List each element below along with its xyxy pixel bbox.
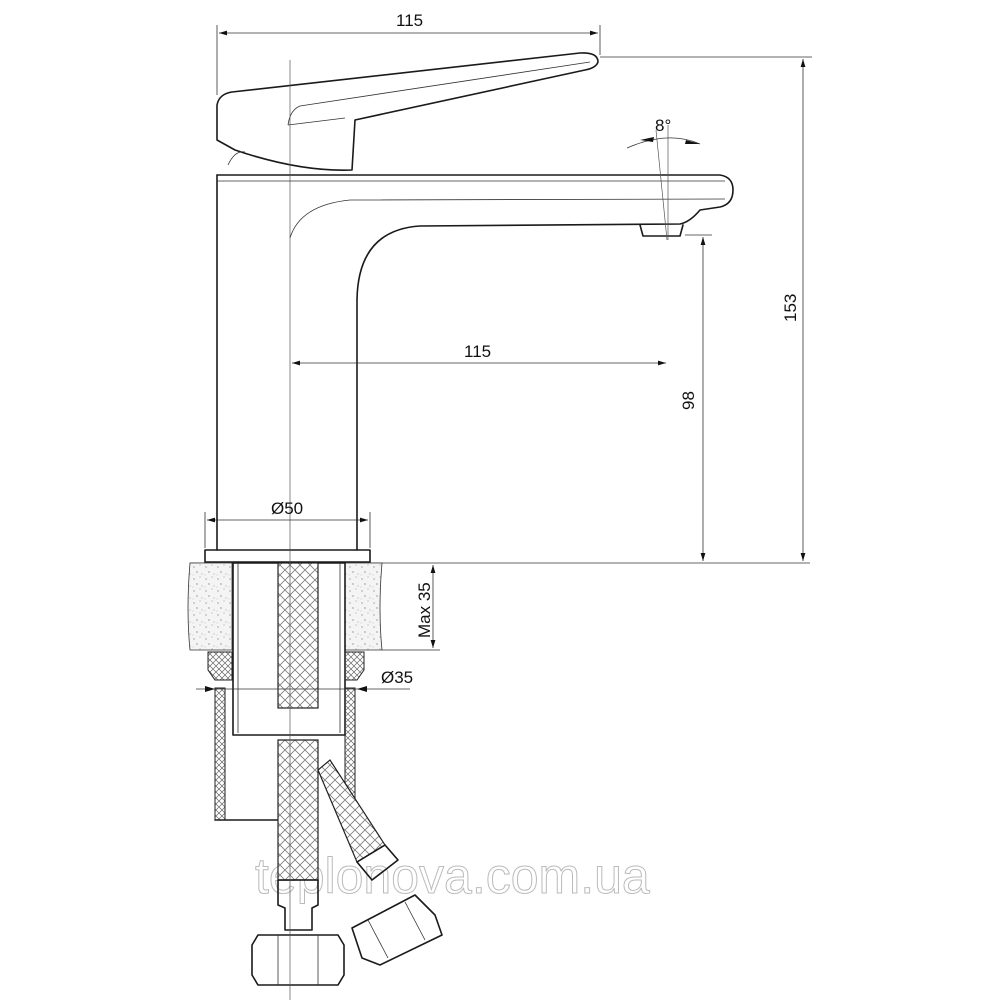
dimension-counter-thickness: Max 35	[382, 565, 440, 651]
dimension-handle-reach: 115	[216, 11, 601, 95]
lever-handle	[216, 52, 599, 171]
dimension-spout-reach: 115	[292, 342, 666, 366]
dimension-hole-diameter: Ø35	[196, 668, 413, 692]
svg-text:115: 115	[396, 11, 423, 30]
angle-annotation: 8°	[626, 116, 701, 241]
supply-hoses	[251, 562, 443, 986]
base-plate	[204, 549, 371, 563]
dimension-body-diameter: Ø50	[204, 499, 371, 548]
dimension-spout-height: 98	[679, 234, 712, 561]
watermark: teplonova.com.ua	[255, 848, 650, 904]
dimension-total-height: 153	[600, 56, 812, 561]
svg-text:98: 98	[679, 391, 698, 410]
angle-label: 8°	[655, 116, 671, 135]
countertop	[187, 562, 383, 651]
svg-text:Max 35: Max 35	[415, 582, 434, 638]
svg-text:Ø35: Ø35	[381, 668, 413, 687]
svg-text:153: 153	[781, 294, 800, 322]
svg-text:Ø50: Ø50	[271, 499, 303, 518]
svg-text:115: 115	[464, 342, 491, 361]
faucet-body	[216, 174, 734, 551]
